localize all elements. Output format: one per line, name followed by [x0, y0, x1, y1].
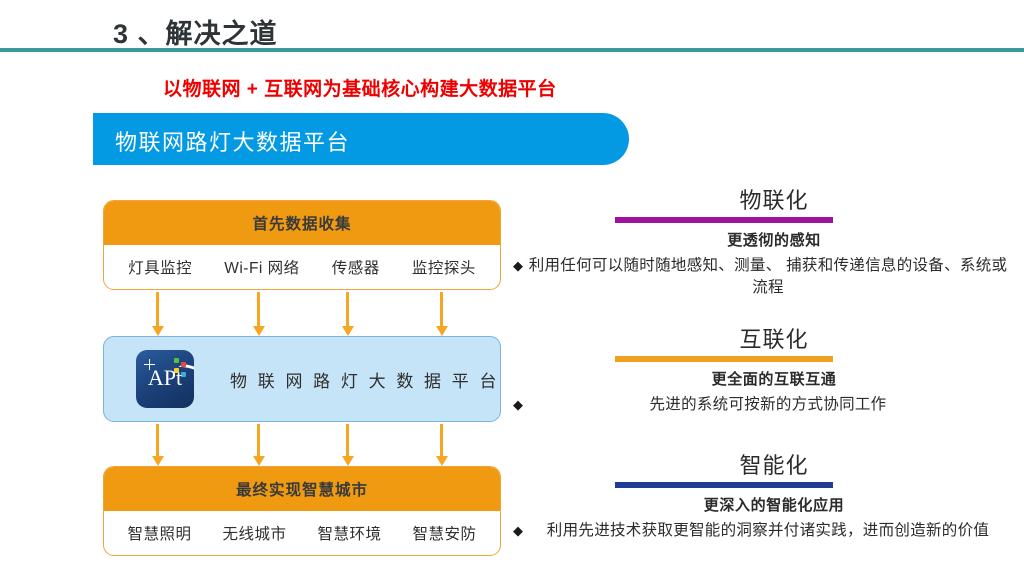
- page-title: 3 、解决之道: [113, 19, 278, 49]
- title-divider: [0, 48, 1024, 52]
- pillar-intelligence-bullet-row: ◆ 利用先进技术获取更智能的洞察并付诸实践，进而创造新的价值: [510, 520, 1010, 542]
- pillar-iot-subtitle: 更透彻的感知: [727, 232, 821, 249]
- pillar-intelligence-underline: [615, 482, 833, 488]
- flow-arrow-down: [435, 292, 448, 336]
- flow-stage-collect: 首先数据收集 灯具监控 Wi-Fi 网络 传感器 监控探头: [103, 200, 501, 290]
- flow-stage-smartcity-title: 最终实现智慧城市: [235, 482, 368, 499]
- pillar-interconnect-subtitle: 更全面的互联互通: [711, 371, 837, 388]
- pillar-intelligence: 智能化 更深入的智能化应用 ◆ 利用先进技术获取更智能的洞察并付诸实践，进而创造…: [510, 448, 1010, 542]
- pillar-intelligence-body: 利用先进技术获取更智能的洞察并付诸实践，进而创造新的价值: [546, 522, 990, 539]
- flow-arrow-down: [435, 424, 448, 466]
- platform-banner-label: 物联网路灯大数据平台: [115, 130, 351, 155]
- pillar-iot-bullet-row: ◆ 利用任何可以随时随地感知、测量、 捕获和传递信息的设备、系统或流程: [510, 255, 1010, 299]
- list-item: 智慧环境: [317, 526, 382, 543]
- flow-arrow-down: [151, 424, 164, 466]
- pillar-iot-underline: [615, 217, 833, 223]
- flow-stage-smartcity: 最终实现智慧城市 智慧照明 无线城市 智慧环境 智慧安防: [103, 466, 501, 556]
- flow-stage-platform-label: 物 联 网 路 灯 大 数 据 平 台: [230, 371, 500, 391]
- flow-arrow-down: [252, 424, 265, 466]
- bullet-diamond-icon: ◆: [513, 258, 523, 273]
- pillar-interconnect-bullet-row: ◆ 先进的系统可按新的方式协同工作: [510, 394, 1010, 416]
- flow-stage-collect-items: 灯具监控 Wi-Fi 网络 传感器 监控探头: [104, 245, 500, 289]
- list-item: 灯具监控: [128, 260, 193, 277]
- pillar-iot-body: 利用任何可以随时随地感知、测量、 捕获和传递信息的设备、系统或流程: [528, 257, 1008, 296]
- bullet-diamond-icon: ◆: [513, 523, 523, 538]
- pillar-interconnect-body: 先进的系统可按新的方式协同工作: [649, 396, 887, 413]
- apt-logo-text: APt: [147, 365, 183, 390]
- list-item: 传感器: [331, 260, 380, 277]
- pillar-iot-title: 物联化: [739, 188, 809, 213]
- logo-sparkle-icon: [144, 359, 155, 370]
- flow-stage-smartcity-header: 最终实现智慧城市: [104, 467, 500, 511]
- pillar-interconnect: 互联化 更全面的互联互通 ◆ 先进的系统可按新的方式协同工作: [510, 322, 1010, 416]
- list-item: 无线城市: [222, 526, 287, 543]
- flow-arrow-down: [252, 292, 265, 336]
- list-item: 智慧安防: [412, 526, 477, 543]
- flow-arrow-down: [341, 424, 354, 466]
- flow-arrow-down: [341, 292, 354, 336]
- pillar-iot: 物联化 更透彻的感知 ◆ 利用任何可以随时随地感知、测量、 捕获和传递信息的设备…: [510, 183, 1010, 299]
- apt-logo-icon: APt: [136, 350, 194, 408]
- platform-banner: 物联网路灯大数据平台: [93, 113, 629, 165]
- slide-subtitle: 以物联网 + 互联网为基础核心构建大数据平台: [163, 79, 557, 100]
- pillar-interconnect-underline: [615, 356, 833, 362]
- logo-dot-green-icon: [174, 358, 179, 363]
- logo-dot-blue-icon: [181, 372, 186, 377]
- list-item: 智慧照明: [127, 526, 192, 543]
- bullet-diamond-icon: ◆: [513, 397, 523, 412]
- pillar-intelligence-title: 智能化: [739, 453, 809, 478]
- flow-arrow-down: [151, 292, 164, 336]
- flow-stage-collect-title: 首先数据收集: [252, 216, 352, 233]
- pillar-intelligence-subtitle: 更深入的智能化应用: [703, 497, 845, 514]
- list-item: 监控探头: [411, 260, 476, 277]
- pillar-interconnect-title: 互联化: [739, 327, 809, 352]
- list-item: Wi-Fi 网络: [224, 260, 300, 277]
- flow-stage-platform: APt 物 联 网 路 灯 大 数 据 平 台: [103, 336, 501, 422]
- logo-dot-red-icon: [181, 362, 186, 367]
- flow-stage-collect-header: 首先数据收集: [104, 201, 500, 245]
- flow-stage-smartcity-items: 智慧照明 无线城市 智慧环境 智慧安防: [104, 511, 500, 555]
- logo-dot-yellow-icon: [174, 368, 179, 373]
